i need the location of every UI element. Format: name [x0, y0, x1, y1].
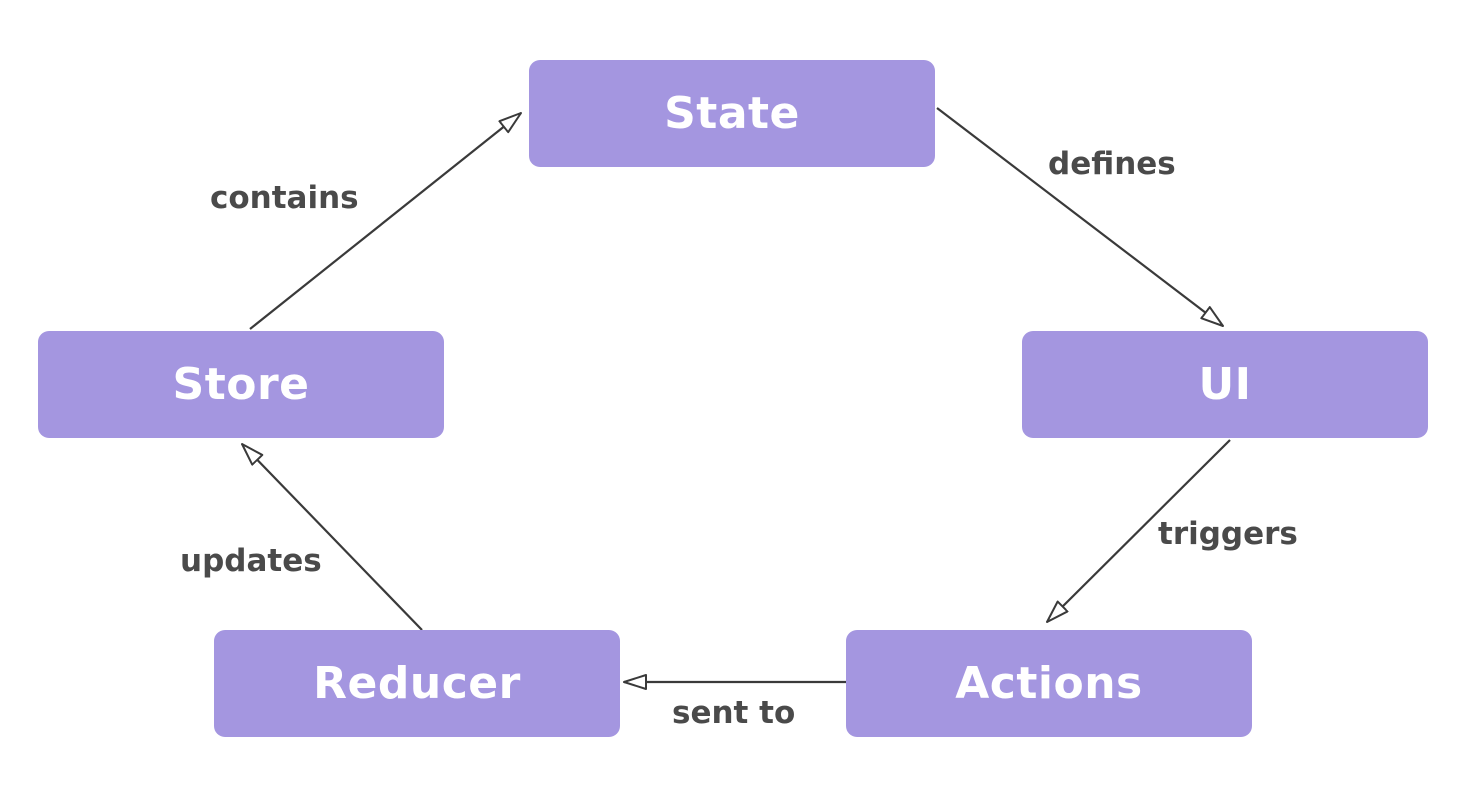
node-ui: UI: [1022, 331, 1428, 438]
edge-label-defines: defines: [1048, 146, 1176, 182]
edge-store-to-state: [249, 112, 522, 330]
node-reducer: Reducer: [214, 630, 620, 737]
node-store: Store: [38, 331, 444, 438]
edge-reducer-to-store: [241, 443, 423, 631]
edge-state-to-ui: [936, 107, 1224, 327]
edge-label-contains: contains: [210, 180, 359, 216]
edge-label-triggers: triggers: [1158, 516, 1298, 552]
node-actions: Actions: [846, 630, 1252, 737]
edge-ui-to-actions: [1046, 439, 1231, 623]
node-state: State: [529, 60, 935, 167]
edge-label-sent-to: sent to: [672, 695, 796, 731]
edge-label-updates: updates: [180, 543, 322, 579]
